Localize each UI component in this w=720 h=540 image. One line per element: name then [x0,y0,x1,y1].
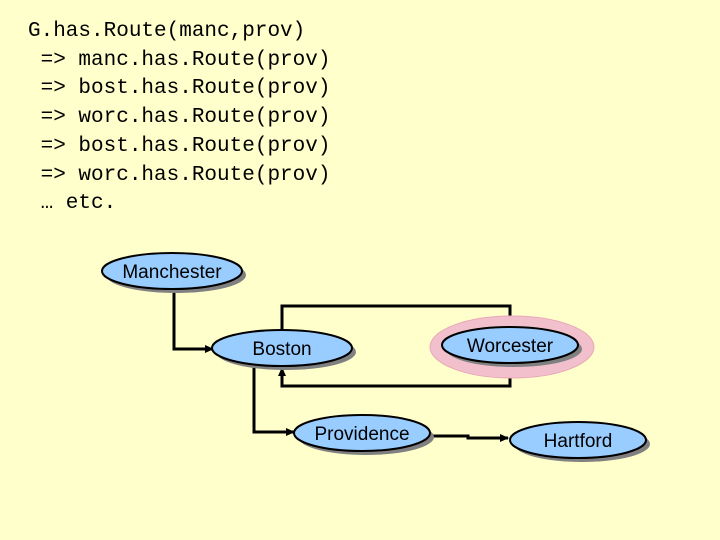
code-line: => bost.has.Route(prov) [28,134,331,158]
node-boston: Boston [211,329,356,370]
code-line: => bost.has.Route(prov) [28,77,331,101]
code-line: => worc.has.Route(prov) [28,106,331,130]
node-label: Boston [252,339,311,360]
node-label: Providence [314,424,409,445]
node-hartford: Hartford [509,421,650,462]
node-worcester: Worcester [441,326,582,367]
code-line: G.has.Route(manc,prov) [28,20,306,43]
code-line: … etc. [28,192,117,216]
edge-boston-providence [252,368,295,436]
node-label: Hartford [544,431,613,452]
code-listing: G.has.Route(manc,prov) => manc.has.Route… [28,18,330,219]
node-label: Manchester [122,262,222,283]
node-providence: Providence [293,414,434,455]
node-label: Worcester [467,336,554,357]
code-line: => manc.has.Route(prov) [28,48,331,72]
edge-manchester-boston [172,290,214,353]
code-line: => worc.has.Route(prov) [28,163,331,187]
node-manchester: Manchester [101,252,246,293]
edge-providence-hartford [432,434,509,442]
